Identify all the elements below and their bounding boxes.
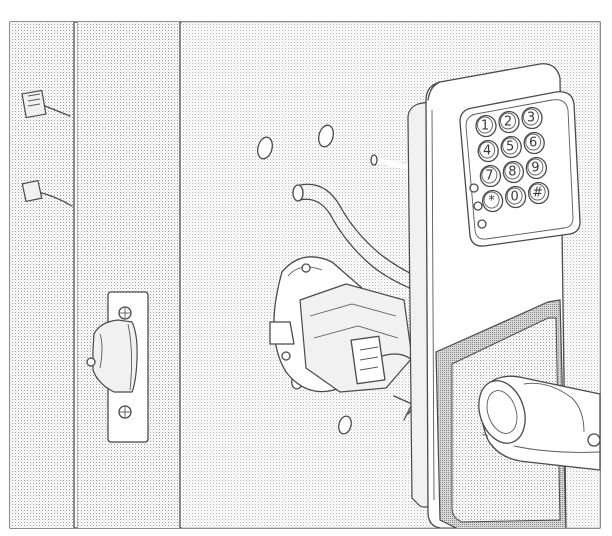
keypad-key-label: 2 [504,115,512,130]
status-led-icon [477,219,487,229]
keypad-key-6: 6 [523,131,545,155]
door-jamb [10,21,79,529]
lever-handle [478,375,601,471]
status-led-icon [469,183,479,193]
keypad-key-7: 7 [479,164,502,188]
lock-chassis [299,283,423,421]
cable-tube [292,183,421,293]
latch-bolt [86,319,138,393]
keypad-key-label: * [488,194,495,209]
keypad-key-star: * [481,189,504,213]
keypad-key-label: 4 [483,144,491,159]
ribbon-cable-connector [21,89,71,119]
mounting-holes [257,124,352,435]
keypad-key-3: 3 [521,106,543,130]
keypad-key-4: 4 [477,139,499,163]
keypad-key-label: 8 [508,165,516,180]
keypad-key-label: 3 [527,111,535,126]
keypad-key-1: 1 [475,114,497,138]
keypad-key-label: 5 [506,140,514,155]
door-edge [78,21,181,529]
keypad-key-label: 1 [481,119,489,134]
keypad-key-hash: # [527,181,550,205]
keypad-key-label: 9 [531,161,539,176]
keypad-key-5: 5 [500,135,522,159]
keypad-key-0: 0 [504,185,527,209]
keypad-key-label: 0 [510,190,518,205]
small-cable-connector [21,179,73,207]
keypad-key-8: 8 [502,160,525,184]
keypad-key-9: 9 [525,156,548,180]
status-led-icon [473,201,483,211]
keypad-key-2: 2 [498,110,520,134]
keypad-key-label: 6 [529,136,537,151]
keypad-key-label: # [532,186,543,201]
keypad-key-label: 7 [485,169,493,184]
